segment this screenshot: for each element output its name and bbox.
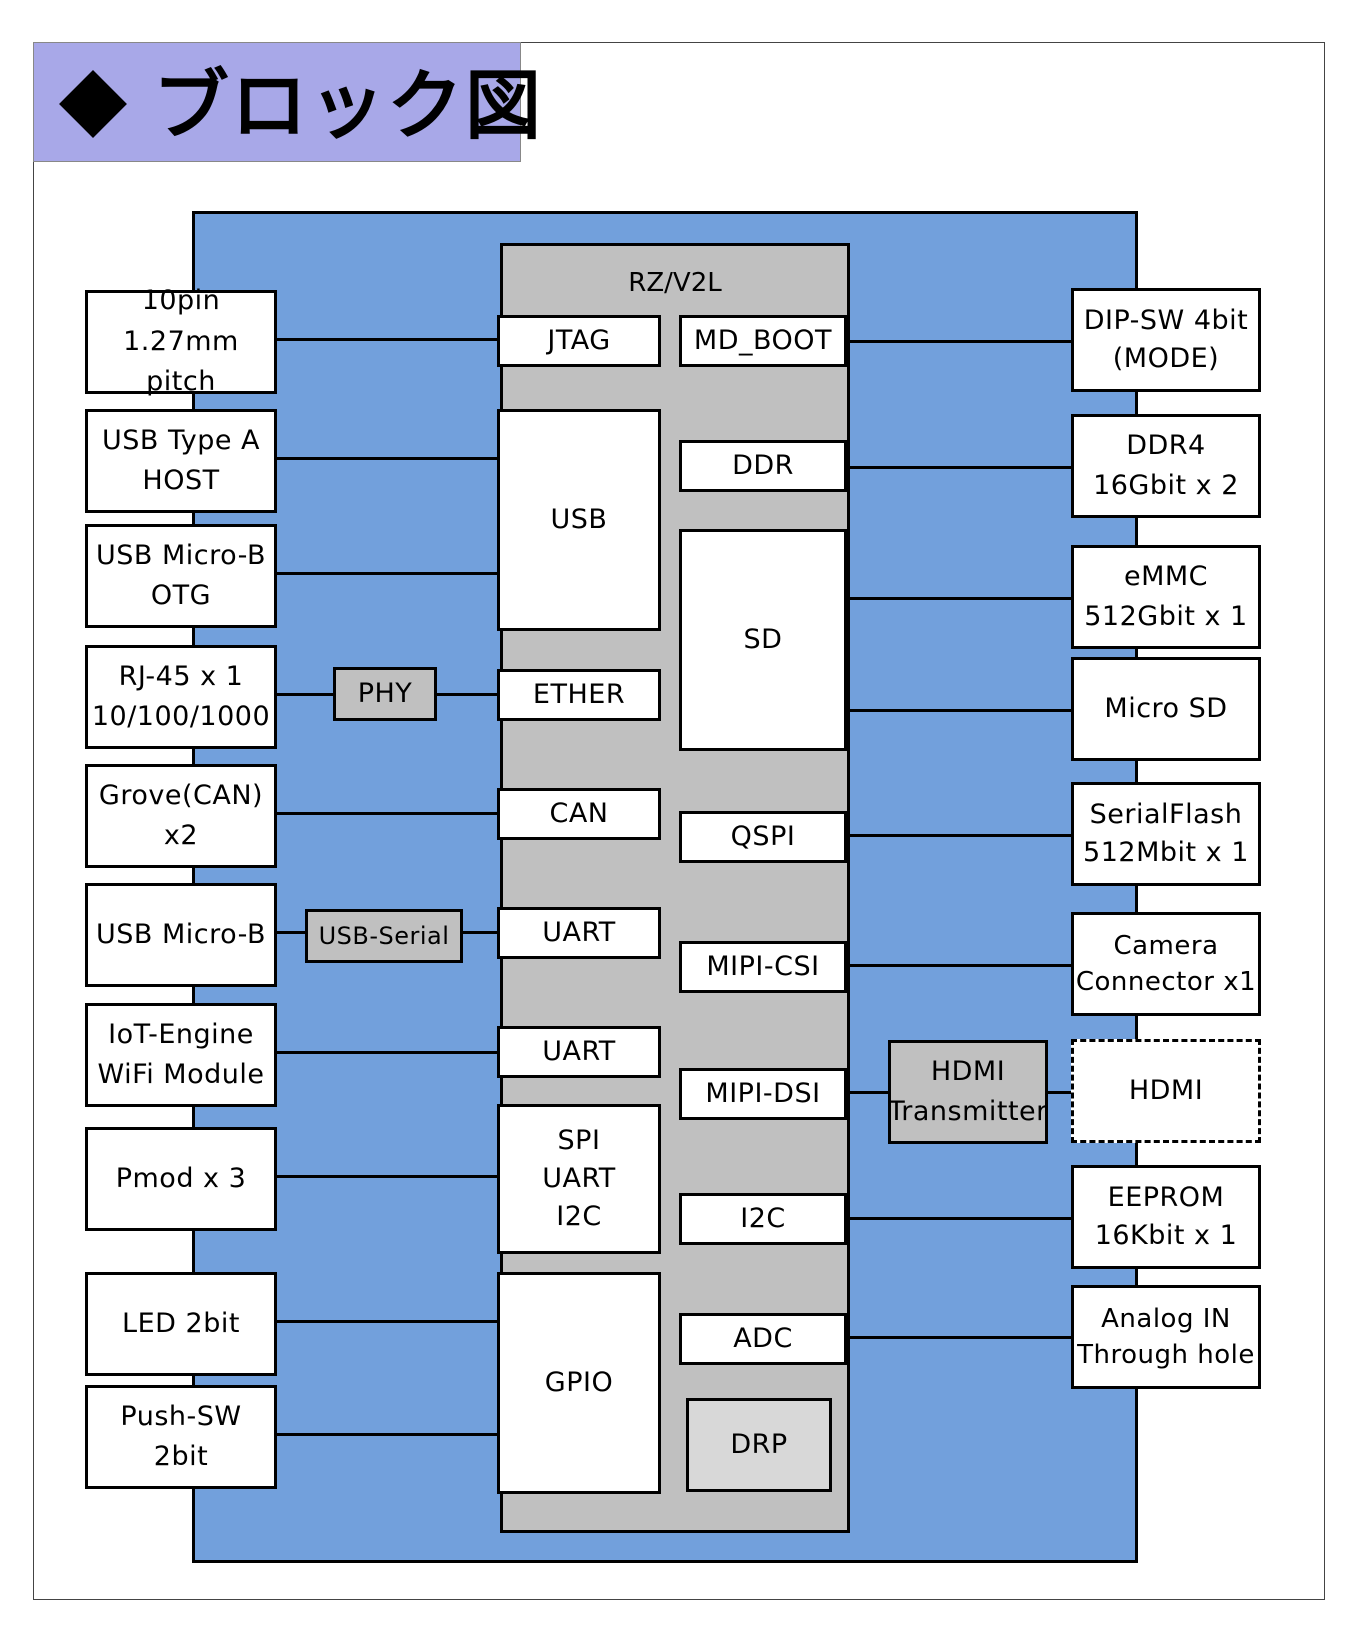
wire-usbserial-uart bbox=[462, 931, 500, 934]
wire-iot-uart bbox=[276, 1051, 500, 1054]
block-grove-can: Grove(CAN) x2 bbox=[85, 764, 277, 868]
wire-hdmitx-hdmi bbox=[1046, 1091, 1078, 1094]
wire-rj45-phy bbox=[276, 693, 336, 696]
wire-pmod-spi bbox=[276, 1175, 500, 1178]
block-push-sw: Push-SW 2bit bbox=[85, 1385, 277, 1489]
block-hdmi-transmitter: HDMI Transmitter bbox=[888, 1040, 1048, 1144]
block-micro-sd: Micro SD bbox=[1071, 657, 1261, 761]
periph-jtag: JTAG bbox=[497, 315, 661, 367]
periph-can: CAN bbox=[497, 788, 661, 840]
wire-10pin-jtag bbox=[276, 338, 500, 341]
periph-ddr: DDR bbox=[679, 440, 847, 492]
block-usb-microb: USB Micro-B bbox=[85, 883, 277, 987]
periph-uart-1: UART bbox=[497, 907, 661, 959]
block-emmc: eMMC 512Gbit x 1 bbox=[1071, 545, 1261, 649]
wire-grove-can bbox=[276, 812, 500, 815]
block-dip-sw: DIP-SW 4bit (MODE) bbox=[1071, 288, 1261, 392]
periph-spi-uart-i2c: SPI UART I2C bbox=[497, 1104, 661, 1254]
block-iot-engine: IoT-Engine WiFi Module bbox=[85, 1003, 277, 1107]
periph-uart-2: UART bbox=[497, 1026, 661, 1078]
wire-pushsw-gpio bbox=[276, 1433, 500, 1436]
soc-label: RZ/V2L bbox=[628, 268, 722, 298]
wire-usba-usb bbox=[276, 457, 500, 460]
wire-microb-usbserial bbox=[276, 931, 308, 934]
periph-sd: SD bbox=[679, 529, 847, 751]
block-led: LED 2bit bbox=[85, 1272, 277, 1376]
wire-mdboot-dipsw bbox=[846, 340, 1078, 343]
block-10pin: 10pin 1.27mm pitch bbox=[85, 285, 277, 397]
block-hdmi: HDMI bbox=[1071, 1039, 1261, 1143]
wire-adc-analog bbox=[846, 1336, 1078, 1339]
slide-frame bbox=[33, 42, 1325, 1600]
block-ddr4: DDR4 16Gbit x 2 bbox=[1071, 414, 1261, 518]
wire-csi-camera bbox=[846, 964, 1078, 967]
periph-gpio: GPIO bbox=[497, 1272, 661, 1494]
wire-ddr-ddr4 bbox=[846, 466, 1078, 469]
periph-usb: USB bbox=[497, 409, 661, 631]
block-usb-serial: USB-Serial bbox=[305, 909, 463, 963]
periph-mipi-dsi: MIPI-DSI bbox=[679, 1068, 847, 1120]
wire-i2c-eeprom bbox=[846, 1217, 1078, 1220]
periph-i2c: I2C bbox=[679, 1193, 847, 1245]
wire-phy-ether bbox=[436, 693, 500, 696]
periph-qspi: QSPI bbox=[679, 811, 847, 863]
wire-led-gpio bbox=[276, 1320, 500, 1323]
wire-sd-microsd bbox=[846, 709, 1078, 712]
periph-drp: DRP bbox=[686, 1398, 832, 1492]
wire-qspi-serialflash bbox=[846, 834, 1078, 837]
wire-dsi-hdmitx bbox=[846, 1091, 890, 1094]
periph-adc: ADC bbox=[679, 1313, 847, 1365]
block-phy: PHY bbox=[333, 667, 437, 721]
periph-ether: ETHER bbox=[497, 669, 661, 721]
block-rj45: RJ-45 x 1 10/100/1000 bbox=[85, 645, 277, 749]
wire-sd-emmc bbox=[846, 597, 1078, 600]
block-pmod: Pmod x 3 bbox=[85, 1127, 277, 1231]
block-eeprom: EEPROM 16Kbit x 1 bbox=[1071, 1165, 1261, 1269]
block-serial-flash: SerialFlash 512Mbit x 1 bbox=[1071, 782, 1261, 886]
block-usb-microb-otg: USB Micro-B OTG bbox=[85, 524, 277, 628]
block-usb-type-a: USB Type A HOST bbox=[85, 409, 277, 513]
page-title: ブロック図 bbox=[153, 61, 543, 150]
periph-md-boot: MD_BOOT bbox=[679, 315, 847, 367]
block-analog-in: Analog IN Through hole bbox=[1071, 1285, 1261, 1389]
block-camera-connector: Camera Connector x1 bbox=[1071, 912, 1261, 1016]
wire-otg-usb bbox=[276, 572, 500, 575]
periph-mipi-csi: MIPI-CSI bbox=[679, 941, 847, 993]
